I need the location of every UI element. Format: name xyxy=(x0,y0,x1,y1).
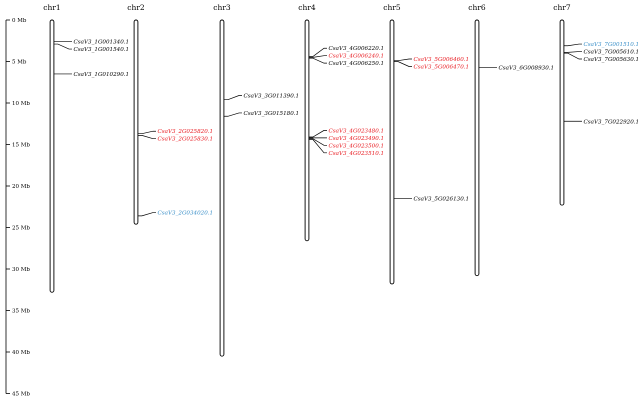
gene-label: CsaV3_7G022920.1 xyxy=(584,119,640,125)
scale-tick-label: 35 Mb xyxy=(12,309,30,315)
chromosomes: chr1CsaV3_1G001340.1CsaV3_1G001540.1CsaV… xyxy=(43,3,640,357)
gene-leader-line xyxy=(393,58,412,62)
chromosome-label: chr5 xyxy=(383,3,401,12)
gene-label: CsaV3_4G006240.1 xyxy=(329,54,385,60)
scale-tick-label: 45 Mb xyxy=(12,392,30,398)
chromosome-label: chr7 xyxy=(553,3,571,12)
gene-label: CsaV3_1G001340.1 xyxy=(74,40,130,46)
gene-label: CsaV3_3G015180.1 xyxy=(244,111,300,117)
gene-label: CsaV3_4G006220.1 xyxy=(329,46,385,52)
gene-label: CsaV3_7G005610.1 xyxy=(584,50,640,56)
gene-label: CsaV3_7G005630.1 xyxy=(584,57,640,63)
chromosome-chr4: chr4CsaV3_4G006220.1CsaV3_4G006240.1CsaV… xyxy=(298,3,385,242)
chromosome-label: chr4 xyxy=(298,3,316,12)
gene-label: CsaV3_1G001540.1 xyxy=(74,47,130,53)
gene-leader-line xyxy=(137,130,156,135)
gene-label: CsaV3_1G010290.1 xyxy=(74,72,130,78)
gene-leader-line xyxy=(308,138,327,146)
gene-label: CsaV3_4G006250.1 xyxy=(329,61,385,67)
chromosome-bar xyxy=(49,19,55,293)
gene-leader-line xyxy=(137,212,156,217)
gene-leader-line xyxy=(563,51,582,53)
gene-label: CsaV3_4G023500.1 xyxy=(329,143,385,149)
gene-label: CsaV3_5G026130.1 xyxy=(414,196,470,202)
gene-leader-line xyxy=(308,47,327,57)
gene-leader-line xyxy=(308,57,327,64)
chromosome-chr5: chr5CsaV3_5G006460.1CsaV3_5G006470.1CsaV… xyxy=(383,3,470,285)
gene-leader-line xyxy=(308,139,327,154)
chromosome-label: chr3 xyxy=(213,3,231,12)
gene-label: CsaV3_6G008930.1 xyxy=(499,65,555,71)
gene-label: CsaV3_4G023480.1 xyxy=(329,128,385,134)
scale-tick-label: 10 Mb xyxy=(12,101,30,107)
chromosome-label: chr1 xyxy=(43,3,60,12)
chromosome-label: chr6 xyxy=(468,3,486,12)
chromosome-bar xyxy=(133,19,139,225)
gene-leader-line xyxy=(563,52,582,60)
gene-label: CsaV3_4G023510.1 xyxy=(329,151,385,157)
scale-tick-label: 15 Mb xyxy=(12,143,30,149)
gene-label: CsaV3_5G006460.1 xyxy=(414,57,470,63)
gene-label: CsaV3_2G025830.1 xyxy=(158,137,214,143)
chromosome-bar xyxy=(389,19,395,285)
gene-leader-line xyxy=(137,135,156,140)
gene-leader-line xyxy=(53,43,72,50)
gene-label: CsaV3_2G034020.1 xyxy=(158,211,214,217)
chromosome-bar xyxy=(474,19,480,277)
gene-label: CsaV3_7G001510.1 xyxy=(584,42,640,48)
chromosome-bar xyxy=(219,19,225,357)
gene-leader-line xyxy=(563,43,582,47)
chromosome-label: chr2 xyxy=(127,3,145,12)
gene-leader-line xyxy=(308,55,327,58)
scale-tick-label: 0 Mb xyxy=(12,18,27,24)
scale-tick-label: 40 Mb xyxy=(12,350,30,356)
gene-leader-line xyxy=(223,95,242,101)
chromosome-chr2: chr2CsaV3_2G025820.1CsaV3_2G025830.1CsaV… xyxy=(127,3,214,225)
chromosome-bar xyxy=(559,19,565,206)
scale-tick-label: 25 Mb xyxy=(12,226,30,232)
gene-label: CsaV3_2G025820.1 xyxy=(158,129,214,135)
gene-label: CsaV3_5G006470.1 xyxy=(414,64,470,70)
gene-leader-line xyxy=(223,112,242,117)
gene-leader-line xyxy=(308,130,327,138)
chromosome-bar xyxy=(304,19,310,242)
scale-bar: 0 Mb 5 Mb 10 Mb 15 Mb 20 Mb 25 Mb 30 Mb 35 Mb 40… xyxy=(5,18,30,398)
gene-label: CsaV3_4G023490.1 xyxy=(329,136,385,142)
gene-label: CsaV3_3G011390.1 xyxy=(244,94,300,100)
chromosome-chr1: chr1CsaV3_1G001340.1CsaV3_1G001540.1CsaV… xyxy=(43,3,130,293)
chromosome-chr7: chr7CsaV3_7G001510.1CsaV3_7G005610.1CsaV… xyxy=(553,3,640,206)
gene-leader-line xyxy=(393,61,412,67)
scale-tick-label: 20 Mb xyxy=(12,184,30,190)
scale-tick-label: 5 Mb xyxy=(12,60,27,66)
scale-tick-label: 30 Mb xyxy=(12,267,30,273)
